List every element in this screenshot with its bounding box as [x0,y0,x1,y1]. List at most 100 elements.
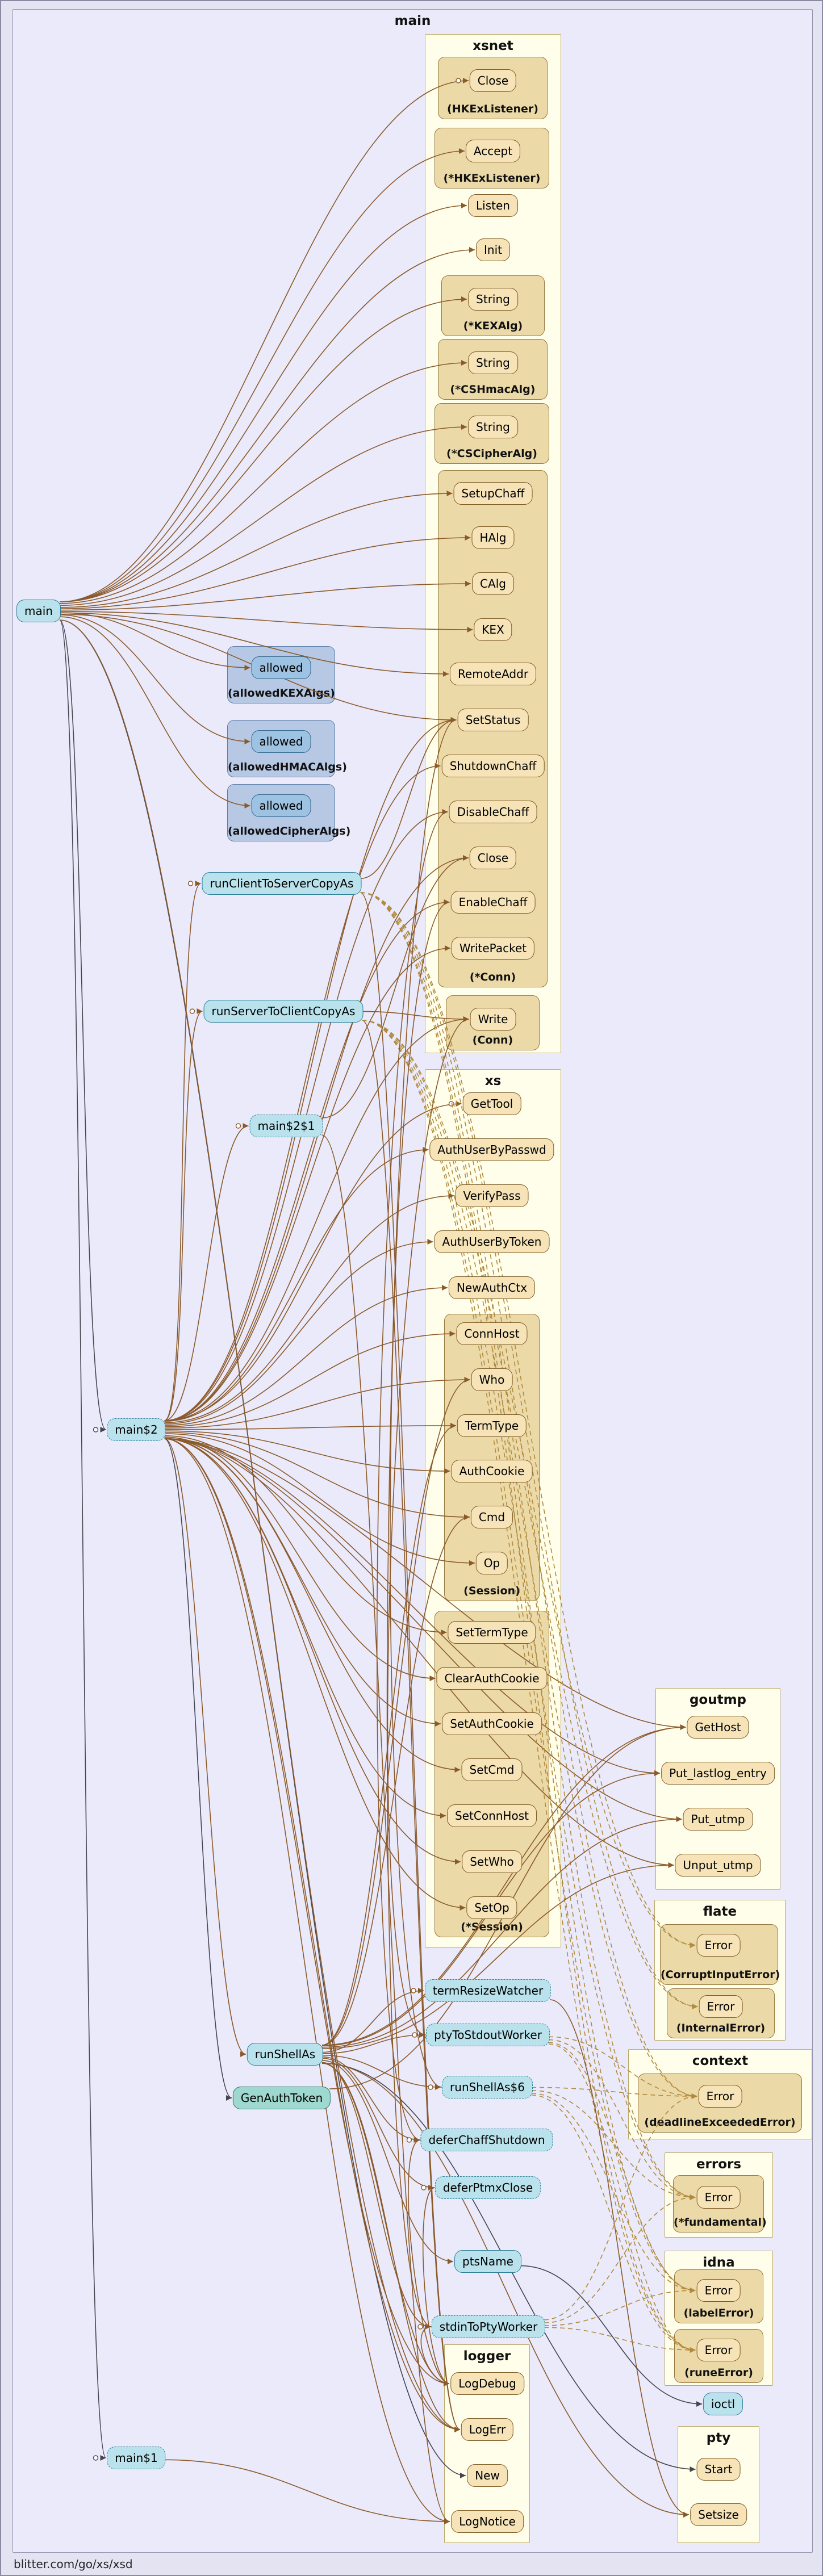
group-label-sb_kexalg: (*KEXAlg) [463,320,523,332]
node-xs_termtype[interactable]: TermType [457,1414,527,1437]
node-main2_1[interactable]: main$2$1 [249,1115,323,1137]
node-xs_verifypass[interactable]: VerifyPass [455,1184,529,1207]
node-xn_halg[interactable]: HAlg [471,526,515,549]
node-main[interactable]: main [16,600,61,622]
cluster-label-errors: errors [696,2157,742,2172]
node-xs_authcookie[interactable]: AuthCookie [451,1460,533,1482]
cluster-label-pty: pty [706,2431,731,2445]
node-xn_init[interactable]: Init [476,238,510,261]
cluster-label-xsnet: xsnet [473,39,513,53]
node-stdinToPtyWorker[interactable]: stdinToPtyWorker [431,2315,546,2338]
node-fl_err_internal[interactable]: Error [699,1995,743,2018]
group-label-sb_deadline: (deadlineExceededError) [644,2116,796,2129]
node-gu_pututmp[interactable]: Put_utmp [683,1808,753,1831]
group-label-sb_conn2: (Conn) [472,1034,513,1046]
group-label-sb_psession: (*Session) [461,1921,523,1933]
node-xn_calg[interactable]: CAlg [472,572,514,595]
node-xs_setcmd[interactable]: SetCmd [461,1758,523,1781]
node-lg_err[interactable]: LogErr [461,2418,514,2441]
group-label-sb_internal: (InternalError) [676,2022,766,2034]
node-xs_setwho[interactable]: SetWho [462,1850,522,1873]
node-xn_disablechaff[interactable]: DisableChaff [449,801,537,823]
group-label-sb_phkexl: (*HKExListener) [443,172,541,185]
node-xn_str_cipher[interactable]: String [468,416,518,438]
node-xn_listen[interactable]: Listen [468,194,518,217]
node-pty_setsize[interactable]: Setsize [690,2503,747,2526]
node-xn_str_kex[interactable]: String [468,288,518,311]
node-termResizeWatcher[interactable]: termResizeWatcher [424,1979,552,2002]
node-xn_setstatus[interactable]: SetStatus [457,709,529,731]
cluster-label-context: context [692,2054,749,2068]
node-xs_settermtype[interactable]: SetTermType [448,1621,536,1644]
node-er_err[interactable]: Error [696,2186,741,2209]
node-fl_err_corrupt[interactable]: Error [696,1934,741,1957]
node-xn_writepacket[interactable]: WritePacket [451,937,535,960]
node-ptsName[interactable]: ptsName [454,2250,521,2273]
node-gu_putlastlog[interactable]: Put_lastlog_entry [661,1762,775,1785]
node-deferPtmxClose[interactable]: deferPtmxClose [435,2176,541,2199]
cluster-label-xs: xs [484,1074,502,1088]
node-id_err_label[interactable]: Error [696,2279,741,2302]
node-xs_newauthctx[interactable]: NewAuthCtx [448,1276,536,1299]
node-ioctl[interactable]: ioctl [703,2393,743,2415]
group-label-ab_hmac: (allowedHMACAlgs) [228,761,347,773]
cluster-label-goutmp: goutmp [689,1693,747,1707]
group-label-ab_kex: (allowedKEXAlgs) [228,687,335,700]
node-GenAuthToken[interactable]: GenAuthToken [232,2087,331,2109]
group-label-sb_conn: (*Conn) [469,971,516,983]
cluster-label-flate: flate [703,1904,737,1919]
node-xs_op[interactable]: Op [475,1552,508,1574]
node-main1[interactable]: main$1 [107,2447,166,2469]
graph-footer-label: blitter.com/go/xs/xsd [14,2557,133,2571]
node-runC2S[interactable]: runClientToServerCopyAs [202,872,362,895]
node-allowed_cipher[interactable]: allowed [251,794,311,817]
node-xn_remoteaddr[interactable]: RemoteAddr [449,663,537,685]
node-ptyToStdoutWorker[interactable]: ptyToStdoutWorker [426,2024,550,2046]
group-label-sb_cshmac: (*CSHmacAlg) [450,383,536,396]
node-xs_authtoken[interactable]: AuthUserByToken [434,1230,550,1253]
node-xs_authpasswd[interactable]: AuthUserByPasswd [429,1138,554,1161]
node-lg_notice[interactable]: LogNotice [451,2510,524,2533]
node-xs_clearauthcookie[interactable]: ClearAuthCookie [436,1667,548,1690]
node-runS2C[interactable]: runServerToClientCopyAs [203,1000,364,1023]
node-xn_str_hmac[interactable]: String [468,351,518,374]
node-xs_setconnhost[interactable]: SetConnHost [447,1804,537,1827]
node-xn_shutdownchaff[interactable]: ShutdownChaff [441,755,545,777]
node-xs_gettool[interactable]: GetTool [462,1092,521,1115]
node-runShellAs6[interactable]: runShellAs$6 [442,2076,533,2099]
node-xn_close_l[interactable]: Close [469,69,517,92]
node-runShellAs[interactable]: runShellAs [247,2043,324,2066]
node-xn_kex[interactable]: KEX [474,618,512,641]
node-pty_start[interactable]: Start [696,2458,741,2481]
node-main2[interactable]: main$2 [107,1418,166,1441]
node-lg_new[interactable]: New [467,2464,508,2487]
node-xs_setop[interactable]: SetOp [466,1896,517,1919]
group-label-sb_cscipher: (*CSCipherAlg) [446,447,537,460]
node-xn_close[interactable]: Close [469,847,517,869]
node-xs_connhost[interactable]: ConnHost [456,1322,528,1345]
node-xn_setupchaff[interactable]: SetupChaff [453,482,533,505]
group-label-ab_cipher: (allowedCipherAlgs) [228,825,351,837]
cluster-label-main: main [394,14,431,28]
node-id_err_rune[interactable]: Error [696,2339,741,2361]
cluster-label-idna: idna [703,2255,735,2270]
node-lg_debug[interactable]: LogDebug [450,2372,524,2395]
node-xs_setauthcookie[interactable]: SetAuthCookie [442,1712,542,1735]
node-deferChaffShutdown[interactable]: deferChaffShutdown [420,2129,553,2151]
node-allowed_kex[interactable]: allowed [251,656,311,679]
node-xs_cmd[interactable]: Cmd [470,1506,513,1528]
group-label-sb_hkexl: (HKExListener) [447,103,538,115]
group-label-sb_runeerr: (runeError) [684,2366,753,2379]
node-gu_gethost[interactable]: GetHost [687,1716,749,1739]
group-label-sb_corrupt: (CorruptInputError) [661,1968,780,1981]
group-label-sb_session: (Session) [463,1585,520,1597]
node-xn_accept[interactable]: Accept [465,140,521,162]
node-allowed_hmac[interactable]: allowed [251,730,311,753]
group-label-sb_fund: (*fundamental) [674,2216,767,2229]
node-xs_who[interactable]: Who [471,1368,513,1391]
node-gu_unpututmp[interactable]: Unput_utmp [675,1854,761,1876]
node-ctx_err[interactable]: Error [698,2085,742,2108]
node-xn_enablechaff[interactable]: EnableChaff [450,891,536,914]
group-label-sb_labelerr: (labelError) [683,2307,754,2319]
node-xn_write[interactable]: Write [470,1008,516,1031]
